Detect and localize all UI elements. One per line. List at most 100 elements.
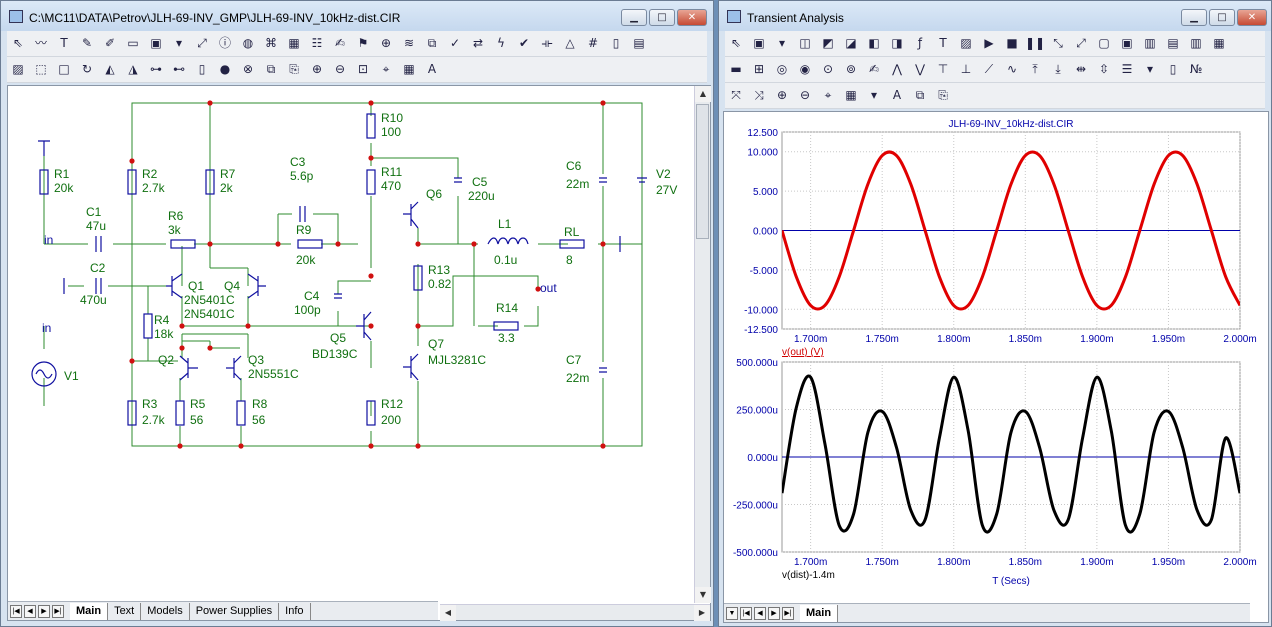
peak-icon[interactable]: ⋀ — [892, 62, 902, 76]
min-icon[interactable]: ⤓ — [1055, 62, 1061, 76]
dropdown-icon[interactable]: ▾ — [870, 88, 878, 102]
list-icon[interactable]: ☰ — [1121, 62, 1133, 76]
link-icon[interactable]: ⤢ — [197, 36, 207, 50]
scroll-down-arrow[interactable]: ▼ — [695, 587, 711, 603]
lightning-icon[interactable]: ϟ — [497, 36, 505, 50]
fit-icon[interactable]: ⤧ — [731, 88, 741, 102]
analysis-titlebar[interactable]: Transient Analysis ▁ □ ✕ — [719, 1, 1271, 31]
zoom-in-icon[interactable]: ⊕ — [776, 88, 788, 102]
dropdown-icon[interactable]: ▾ — [778, 36, 786, 50]
first-tab-button[interactable]: |◀ — [740, 606, 752, 620]
blank-icon[interactable]: □ — [58, 62, 70, 76]
schematic-vscroll[interactable]: ▲ ▼ — [694, 86, 711, 603]
schematic-titlebar[interactable]: C:\MC11\DATA\Petrov\JLH-69-INV_GMP\JLH-6… — [1, 1, 713, 31]
window-icon[interactable]: ▢ — [1098, 36, 1110, 50]
flag-icon[interactable]: ⚑ — [357, 36, 369, 50]
tab-main[interactable]: Main — [800, 604, 839, 622]
wire-icon[interactable]: 〰 — [34, 36, 47, 50]
formula-icon[interactable]: ƒ — [917, 36, 923, 50]
tab-main[interactable]: Main — [70, 602, 109, 620]
stop-icon[interactable]: ■ — [1006, 36, 1018, 50]
grid-icon[interactable]: ▦ — [403, 62, 415, 76]
fit2-icon[interactable]: ⤨ — [754, 88, 764, 102]
pencil-icon[interactable]: ✐ — [104, 36, 116, 50]
layout-icon[interactable]: ▥ — [1144, 36, 1156, 50]
window2-icon[interactable]: ▣ — [1121, 36, 1133, 50]
flip-icon[interactable]: ◮ — [128, 62, 138, 76]
copy-icon[interactable]: ⧉ — [266, 62, 276, 76]
max-icon[interactable]: ⤒ — [1032, 62, 1038, 76]
zoom-out-icon[interactable]: ⊖ — [334, 62, 346, 76]
page-icon[interactable]: ▯ — [198, 62, 206, 76]
binoculars2-icon[interactable]: ⊷ — [173, 62, 185, 76]
graph3-icon[interactable]: ◪ — [845, 36, 857, 50]
component-icon[interactable]: ▣ — [150, 36, 162, 50]
next-tab-button[interactable]: ▶ — [768, 606, 780, 620]
graph4-icon[interactable]: ◧ — [868, 36, 880, 50]
text-T-icon[interactable]: T — [60, 36, 68, 50]
rotate-icon[interactable]: ↻ — [81, 62, 93, 76]
scroll-right-arrow[interactable]: ▶ — [694, 605, 710, 621]
page-icon[interactable]: ▯ — [1169, 62, 1177, 76]
dropdown-button[interactable]: ▼ — [726, 606, 738, 620]
scale-icon[interactable]: ⤡ — [1053, 36, 1063, 50]
grid2-icon[interactable]: # — [587, 36, 599, 50]
tab-power-supplies[interactable]: Power Supplies — [190, 602, 280, 620]
edit-icon[interactable]: ✍ — [868, 62, 880, 76]
zoom4-icon[interactable]: ⊚ — [845, 62, 857, 76]
graph-icon[interactable]: ◫ — [799, 36, 811, 50]
minimize-button[interactable]: ▁ — [1181, 9, 1207, 26]
graph2-icon[interactable]: ◩ — [822, 36, 834, 50]
noise-icon[interactable]: ≋ — [403, 36, 415, 50]
doc-icon[interactable]: ▤ — [633, 36, 645, 50]
graph5-icon[interactable]: ◨ — [891, 36, 903, 50]
image-icon[interactable]: ▨ — [960, 36, 972, 50]
layout4-icon[interactable]: ▦ — [1213, 36, 1225, 50]
low-icon[interactable]: ⊥ — [960, 62, 972, 76]
number-icon[interactable]: № — [1189, 62, 1203, 76]
minimize-icon[interactable]: ▬ — [730, 62, 742, 76]
inflect-icon[interactable]: ∿ — [1006, 62, 1018, 76]
table-icon[interactable]: ☷ — [311, 36, 323, 50]
prev-tab-button[interactable]: ◀ — [24, 604, 36, 618]
pause-icon[interactable]: ❚❚ — [1024, 36, 1046, 50]
bus-icon[interactable]: ▭ — [127, 36, 139, 50]
selection-icon[interactable]: ⬚ — [35, 62, 47, 76]
prev-tab-button[interactable]: ◀ — [754, 606, 766, 620]
last-tab-button[interactable]: ▶| — [52, 604, 64, 618]
next-tab-button[interactable]: ▶ — [38, 604, 50, 618]
text-T-icon[interactable]: T — [939, 36, 947, 50]
minimize-button[interactable]: ▁ — [621, 9, 647, 26]
edit-icon[interactable]: ✍ — [334, 36, 346, 50]
scale2-icon[interactable]: ⤢ — [1076, 36, 1086, 50]
zoom-fit-icon[interactable]: ⊡ — [357, 62, 369, 76]
close-button[interactable]: ✕ — [677, 9, 707, 26]
globe-icon[interactable]: ◍ — [242, 36, 254, 50]
grid-icon[interactable]: ▦ — [288, 36, 300, 50]
horizontal-icon[interactable]: ⇹ — [1075, 62, 1087, 76]
layout3-icon[interactable]: ▥ — [1190, 36, 1202, 50]
mirror-icon[interactable]: ◭ — [105, 62, 115, 76]
paste-icon[interactable]: ⎘ — [938, 88, 948, 102]
copy-icon[interactable]: ⧉ — [915, 88, 925, 102]
zoom-in-icon[interactable]: ⊕ — [311, 62, 323, 76]
maximize-button[interactable]: □ — [649, 9, 675, 26]
info-icon[interactable]: ⓘ — [218, 36, 231, 50]
schematic-hscroll[interactable]: ◀ ▶ — [440, 604, 710, 621]
select-arrow-icon[interactable]: ⇖ — [730, 36, 742, 50]
maximize-icon[interactable]: ⊞ — [753, 62, 765, 76]
dropdown-icon[interactable]: ▾ — [1146, 62, 1154, 76]
check-icon[interactable]: ✓ — [449, 36, 461, 50]
slope-icon[interactable]: ⟋ — [984, 62, 994, 76]
run-icon[interactable]: ▶ — [984, 36, 994, 50]
image-icon[interactable]: ▨ — [12, 62, 24, 76]
first-tab-button[interactable]: |◀ — [10, 604, 22, 618]
arrows-icon[interactable]: ⇄ — [472, 36, 484, 50]
circle-icon[interactable]: ● — [219, 62, 231, 76]
pen-icon[interactable]: ✎ — [81, 36, 93, 50]
paste-icon[interactable]: ⎘ — [289, 62, 299, 76]
component-icon[interactable]: ▣ — [753, 36, 765, 50]
dropdown-icon[interactable]: ▾ — [175, 36, 183, 50]
